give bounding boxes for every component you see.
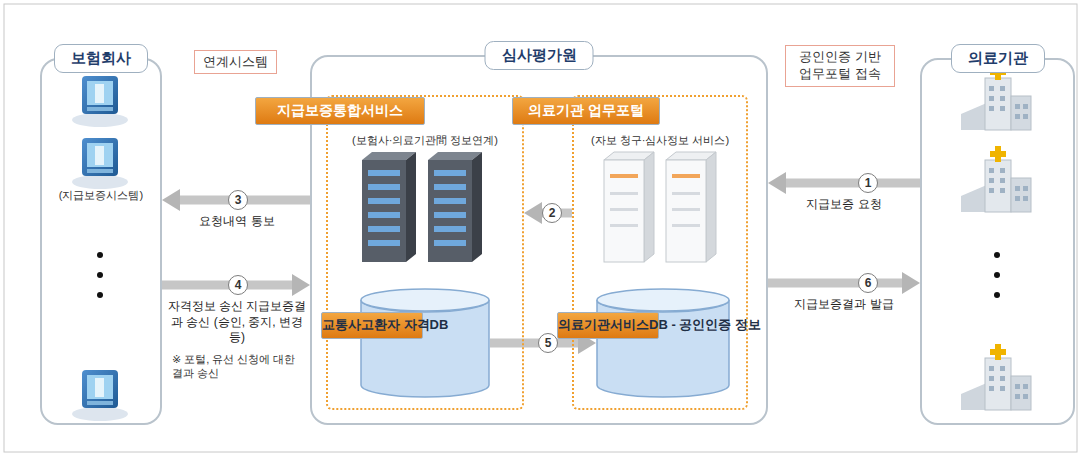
computer-icon — [72, 76, 128, 127]
computer-icon — [72, 370, 128, 421]
flow-arrow — [490, 339, 578, 348]
ellipsis-dot — [97, 292, 103, 298]
cylinder-top — [361, 289, 489, 311]
organization-panel: 교통사고환자 자격DB지급보증통합서비스(보험사·의료기관間 정보연계)의료기관… — [310, 55, 768, 425]
note-text: ※ 포털, 유선 신청에 대한 결과 송신 — [172, 352, 308, 381]
cylinder-shape — [596, 288, 730, 398]
note-box: 연계시스템 — [194, 50, 277, 75]
callout-number: 5 — [538, 333, 558, 353]
server-icon — [362, 152, 416, 262]
organization-panel: 보험회사(지급보증시스템) — [40, 58, 162, 425]
database-cylinder: 교통사고환자 자격DB — [360, 288, 490, 398]
flow-arrow — [162, 281, 292, 290]
flow-arrow — [768, 279, 902, 288]
edge-label: 지급보증결과 발급 — [784, 297, 904, 313]
node-title: 공인인증 기반 업무포털 접속 — [794, 49, 886, 83]
edge-label: 지급보증 요청 — [789, 197, 899, 213]
cylinder-top — [597, 289, 729, 311]
callout-number: 4 — [228, 275, 248, 295]
callout-number: 2 — [542, 203, 562, 223]
server-icon — [604, 152, 654, 262]
cylinder-shape — [360, 288, 490, 398]
node-title: 보험회사 — [54, 44, 148, 73]
edge-label: 자격정보 송신 지급보증결과 송신 (승인, 중지, 변경 등) — [167, 299, 307, 346]
database-cylinder: 의료기관서비스DB - 공인인증 정보 — [596, 288, 730, 398]
hospital-icon — [961, 64, 1031, 130]
node-subtitle: (보험사·의료기관間 정보연계) — [330, 133, 520, 148]
text-wrap: 교통사고환자 자격DB — [360, 312, 490, 398]
outer-frame — [4, 4, 1077, 452]
node-title: 의료기관 — [951, 44, 1045, 73]
node-title: 연계시스템 — [203, 54, 268, 71]
callout-number: 6 — [858, 273, 878, 293]
hospital-icon — [961, 344, 1031, 410]
organization-panel: 의료기관 — [920, 58, 1075, 425]
node-title: 지급보증통합서비스 — [255, 97, 425, 125]
callout-number: 3 — [228, 190, 248, 210]
hospital-icon — [961, 146, 1031, 212]
edge-label: 요청내역 통보 — [177, 214, 297, 230]
ellipsis-dot — [994, 292, 1000, 298]
node-title: 심사평가원 — [485, 41, 594, 70]
computer-icon — [72, 138, 128, 189]
server-icon — [666, 152, 716, 262]
note-box: 공인인증 기반 업무포털 접속 — [785, 45, 895, 87]
node-title: 의료기관 업무포털 — [512, 97, 660, 125]
node-subtitle: (지급보증시스템) — [44, 188, 158, 203]
node-subtitle: (자보 청구·심사정보 서비스) — [576, 133, 744, 148]
node-title: 의료기관서비스DB - 공인인증 정보 — [557, 312, 659, 339]
service-box: 교통사고환자 자격DB지급보증통합서비스(보험사·의료기관間 정보연계) — [326, 95, 524, 410]
ellipsis-dot — [994, 252, 1000, 258]
callout-number: 1 — [858, 173, 878, 193]
server-icon — [428, 152, 482, 262]
ellipsis-dot — [97, 272, 103, 278]
flow-arrow — [786, 179, 920, 188]
node-title: 교통사고환자 자격DB — [321, 312, 423, 339]
ellipsis-dot — [97, 252, 103, 258]
ellipsis-dot — [994, 272, 1000, 278]
text-wrap: 의료기관서비스DB - 공인인증 정보 — [596, 312, 730, 398]
service-box: 의료기관서비스DB - 공인인증 정보의료기관 업무포털(자보 청구·심사정보 … — [572, 95, 748, 410]
